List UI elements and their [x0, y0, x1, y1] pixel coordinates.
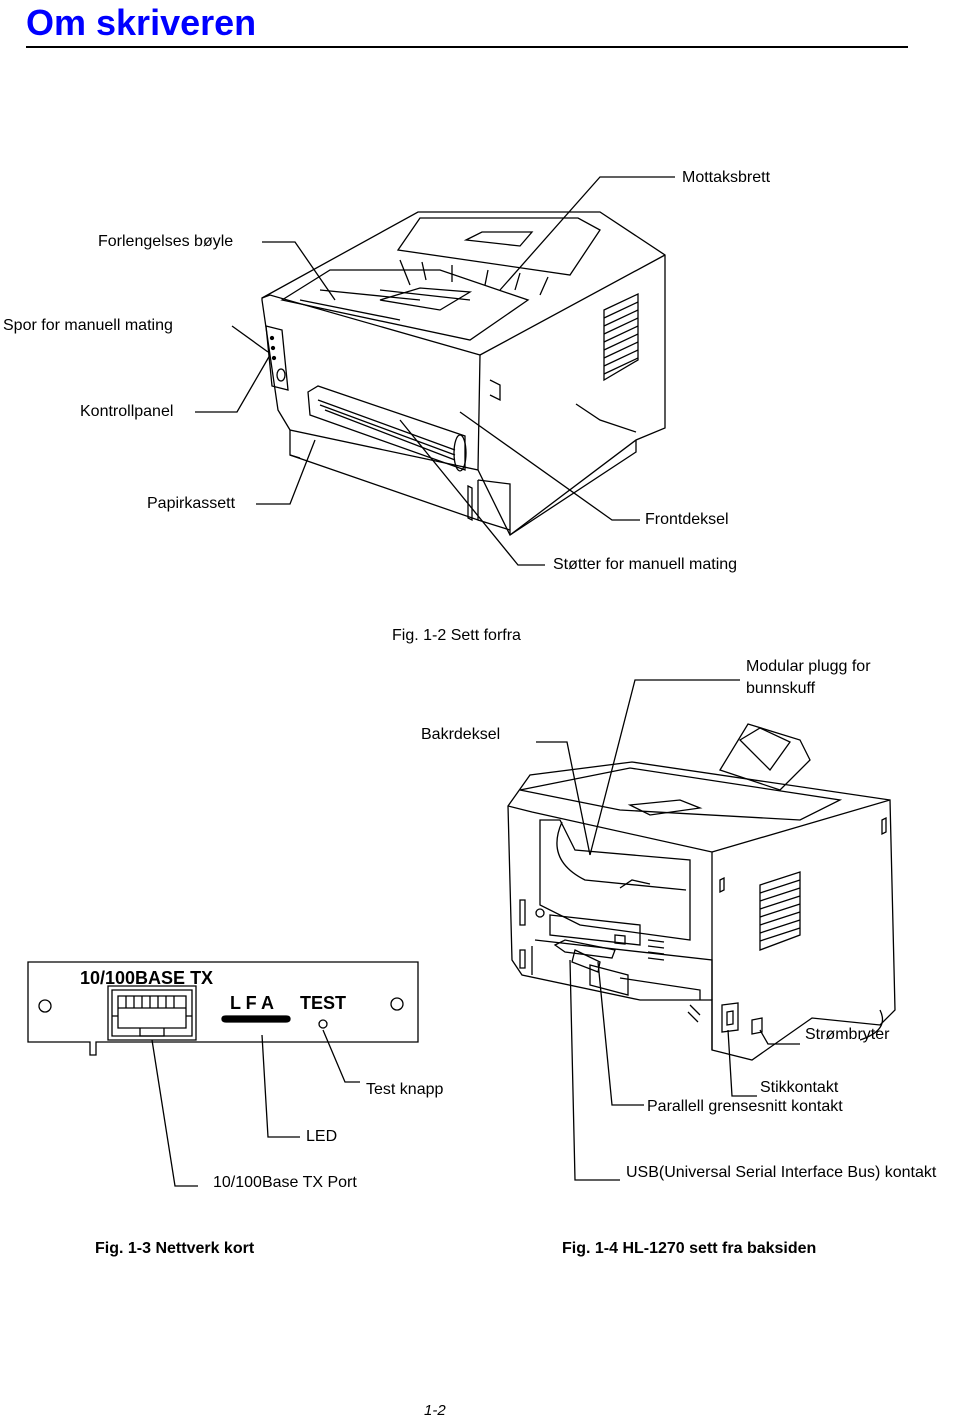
page-number: 1-2 [424, 1402, 446, 1419]
label-kontrollpanel: Kontrollpanel [80, 403, 174, 420]
title-rule [26, 46, 908, 48]
front-printer-drawing [261, 211, 666, 536]
label-mottaksbrett: Mottaksbrett [682, 169, 771, 186]
label-strombryter: Strømbryter [805, 1026, 890, 1043]
page-title: Om skriveren [26, 2, 257, 43]
caption-fig-1-4: Fig. 1-4 HL-1270 sett fra baksiden [562, 1240, 817, 1257]
label-stikkontakt: Stikkontakt [760, 1079, 839, 1096]
rear-printer-drawing [507, 723, 896, 1061]
label-forlengelses-boyle: Forlengelses bøyle [98, 233, 234, 250]
label-papirkassett: Papirkassett [147, 495, 236, 512]
rear-leader-lines [536, 679, 800, 1181]
card-title: 10/100BASE TX [80, 968, 214, 988]
label-stotter-manuell-mating: Støtter for manuell mating [553, 556, 738, 573]
front-leader-lines [195, 176, 675, 566]
network-card-drawing [27, 961, 419, 1056]
network-leader-lines [151, 1029, 360, 1187]
label-10-100base-port: 10/100Base TX Port [213, 1174, 357, 1191]
label-test-knapp: Test knapp [366, 1081, 444, 1098]
card-test-label: TEST [300, 993, 347, 1013]
label-led: LED [306, 1128, 338, 1145]
label-usb-kontakt: USB(Universal Serial Interface Bus) kont… [626, 1164, 937, 1181]
label-parallell-kontakt: Parallell grensesnitt kontakt [647, 1098, 843, 1115]
caption-fig-1-2: Fig. 1-2 Sett forfra [392, 627, 521, 644]
caption-fig-1-3: Fig. 1-3 Nettverk kort [95, 1240, 255, 1257]
card-lfa-label: L F A [230, 993, 274, 1013]
label-bakdeksel: Bakrdeksel [421, 726, 501, 743]
label-spor-manuell-mating: Spor for manuell mating [3, 317, 173, 334]
label-modular-plugg: Modular plugg for bunnskuff [746, 658, 871, 697]
label-frontdeksel: Frontdeksel [645, 511, 729, 528]
